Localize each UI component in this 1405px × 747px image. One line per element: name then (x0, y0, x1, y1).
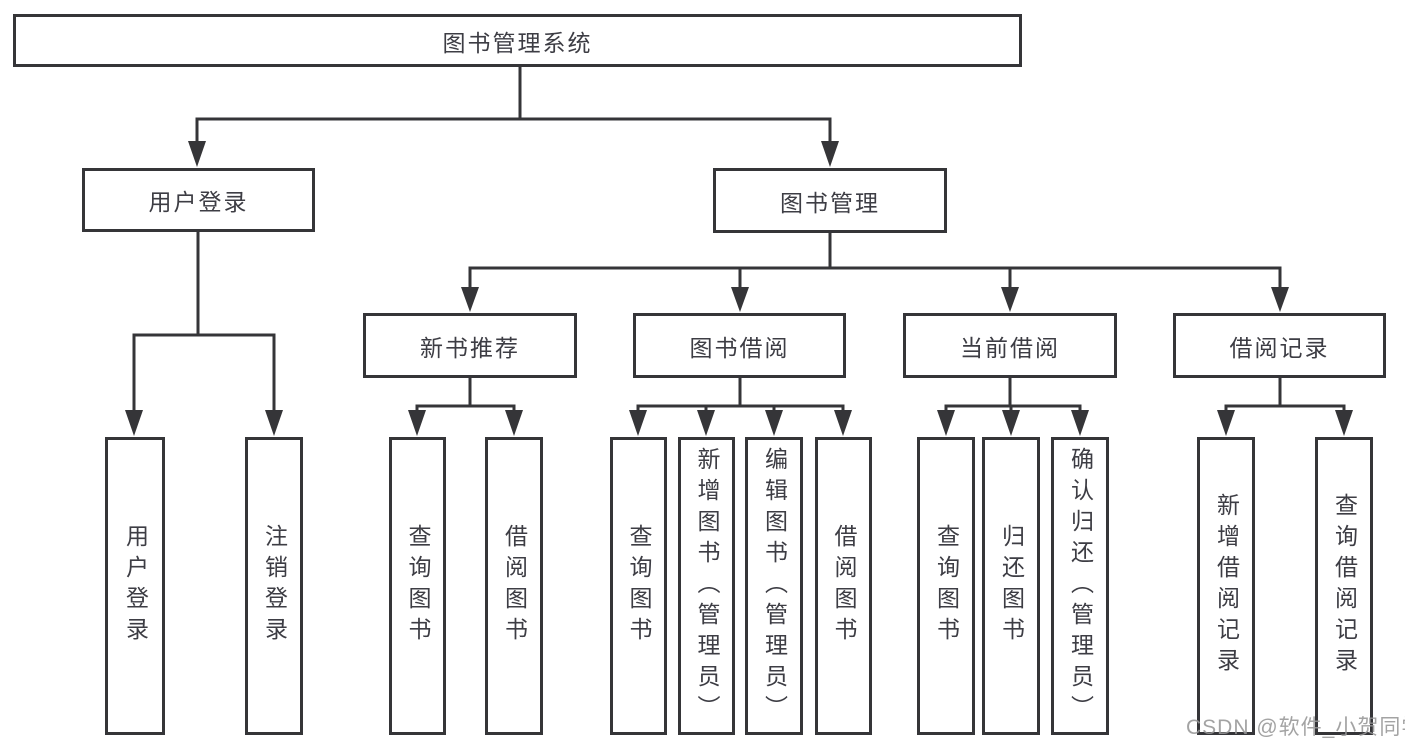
arrowhead-icon (505, 410, 523, 436)
arrowhead-icon (1071, 410, 1089, 436)
node-current-borrow: 当前借阅 (903, 313, 1117, 378)
arrowhead-icon (1002, 410, 1020, 436)
leaf-label: 新增借阅记录 (1213, 493, 1240, 679)
node-label: 图书借阅 (689, 334, 790, 361)
arrowhead-icon (731, 287, 749, 312)
arrowhead-icon (821, 141, 839, 167)
arrowhead-icon (697, 410, 715, 436)
leaf-label: 查询图书 (933, 524, 960, 648)
csdn-watermark: CSDN @软件_小贺同学 (1186, 716, 1405, 739)
leaf-label: 查询图书 (405, 524, 431, 648)
leaf-label: 借阅图书 (831, 524, 857, 648)
leaf-label: 借阅图书 (501, 524, 528, 648)
arrowhead-icon (408, 410, 426, 436)
arrowhead-icon (1271, 287, 1289, 312)
leaf-query-books-recommend: 查询图书 (389, 437, 446, 735)
connector-book-borrow-to-leaves (636, 378, 845, 414)
node-label: 当前借阅 (960, 334, 1060, 361)
node-new-book-recommend: 新书推荐 (363, 313, 577, 378)
leaf-confirm-return-admin: 确认归还（管理员） (1051, 437, 1109, 735)
leaf-query-books-borrow: 查询图书 (610, 437, 667, 735)
leaf-label: 归还图书 (998, 524, 1025, 648)
arrowhead-icon (834, 410, 852, 436)
leaf-borrow-books: 借阅图书 (815, 437, 872, 735)
arrowheads (125, 141, 1353, 436)
leaf-add-books-admin: 新增图书（管理员） (678, 437, 735, 735)
node-user-login: 用户登录 (82, 168, 315, 232)
leaf-label: 编辑图书（管理员） (761, 446, 788, 726)
leaf-user-login: 用户登录 (105, 437, 165, 735)
leaf-label: 新增图书（管理员） (694, 446, 720, 726)
node-book-management: 图书管理 (713, 168, 947, 233)
node-root-library-system: 图书管理系统 (13, 14, 1022, 67)
arrowhead-icon (937, 410, 955, 436)
leaf-edit-books-admin: 编辑图书（管理员） (745, 437, 803, 735)
node-label: 图书管理 (780, 189, 880, 216)
leaf-label: 确认归还（管理员） (1067, 446, 1094, 726)
leaf-label: 注销登录 (261, 524, 288, 648)
leaf-return-books: 归还图书 (982, 437, 1040, 735)
connector-book-management-to-level3 (468, 233, 1282, 291)
node-book-borrow: 图书借阅 (633, 313, 846, 378)
leaf-label: 查询图书 (626, 524, 652, 648)
leaf-label: 用户登录 (122, 524, 149, 648)
leaf-query-books-current: 查询图书 (917, 437, 975, 735)
connector-current-borrow-to-leaves (944, 378, 1082, 414)
arrowhead-icon (125, 410, 143, 436)
arrowhead-icon (629, 410, 647, 436)
node-label: 用户登录 (148, 189, 249, 215)
arrowhead-icon (1001, 287, 1019, 312)
node-borrow-records: 借阅记录 (1173, 313, 1386, 378)
connector-user-login-to-leaves (132, 232, 276, 414)
arrowhead-icon (461, 287, 479, 312)
leaf-query-borrow-record: 查询借阅记录 (1315, 437, 1373, 735)
arrowhead-icon (188, 141, 206, 167)
arrowhead-icon (765, 410, 783, 436)
leaf-label: 查询借阅记录 (1331, 493, 1358, 679)
leaf-borrow-books-recommend: 借阅图书 (485, 437, 543, 735)
node-label: 图书管理系统 (442, 29, 593, 56)
node-label: 新书推荐 (420, 334, 520, 361)
connector-borrow-records-to-leaves (1224, 378, 1346, 414)
arrowhead-icon (1217, 410, 1235, 436)
leaf-logout: 注销登录 (245, 437, 303, 735)
arrowhead-icon (1335, 410, 1353, 436)
node-label: 借阅记录 (1229, 334, 1330, 361)
connector-root-to-level2 (195, 67, 832, 146)
connector-new-book-recommend-to-leaves (415, 378, 516, 414)
leaf-add-borrow-record: 新增借阅记录 (1197, 437, 1255, 735)
arrowhead-icon (265, 410, 283, 436)
